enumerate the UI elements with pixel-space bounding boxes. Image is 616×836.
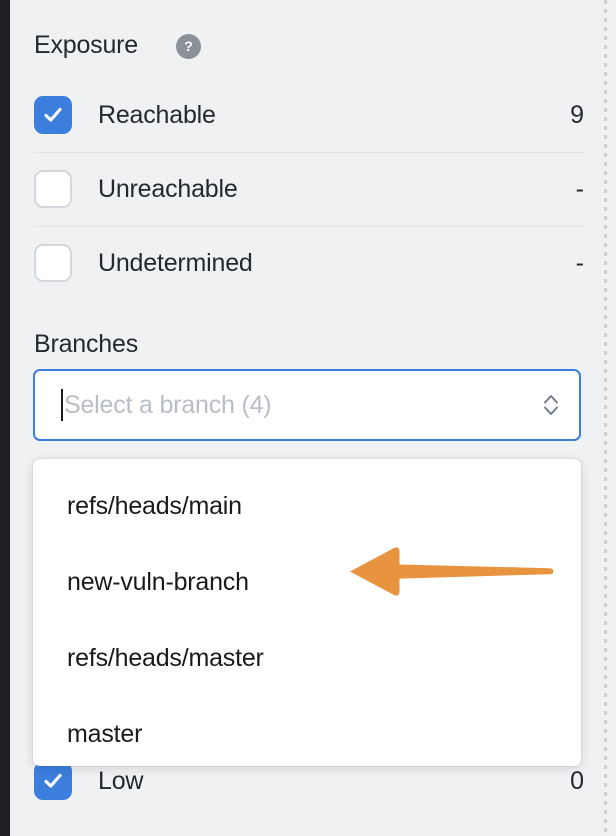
exposure-label: Undetermined (98, 248, 253, 277)
question-mark-circle-icon[interactable]: ? (176, 34, 201, 59)
severity-count: 0 (570, 766, 584, 795)
exposure-count: - (575, 174, 584, 203)
severity-label: Low (98, 766, 144, 795)
branch-option-refs-heads-main[interactable]: refs/heads/main (67, 491, 242, 520)
left-dark-rail (0, 0, 10, 836)
branch-option-new-vuln-branch[interactable]: new-vuln-branch (67, 567, 249, 596)
exposure-row-unreachable[interactable]: Unreachable - (10, 152, 604, 226)
exposure-row-undetermined[interactable]: Undetermined - (10, 226, 604, 300)
checkbox-checked-icon[interactable] (34, 762, 72, 800)
branch-select-input[interactable]: Select a branch (4) (33, 369, 581, 441)
checkbox-unchecked-icon[interactable] (34, 170, 72, 208)
exposure-label: Unreachable (98, 174, 238, 203)
exposure-row-reachable[interactable]: Reachable 9 (10, 78, 604, 152)
severity-row-low[interactable]: Low 0 (10, 744, 604, 818)
right-dotted-divider (604, 0, 607, 836)
exposure-count: - (575, 248, 584, 277)
branch-option-refs-heads-master[interactable]: refs/heads/master (67, 643, 264, 672)
chevron-up-down-icon[interactable] (541, 390, 561, 420)
branches-section-title: Branches (34, 330, 139, 358)
filter-panel-body: Exposure ? Reachable 9 Unreachable - (10, 0, 604, 836)
branch-dropdown-menu[interactable]: refs/heads/main new-vuln-branch refs/hea… (33, 459, 581, 766)
exposure-section-title: Exposure (34, 31, 139, 59)
exposure-label: Reachable (98, 100, 216, 129)
right-gutter (607, 0, 616, 836)
branch-select-placeholder: Select a branch (4) (64, 390, 272, 419)
exposure-count: 9 (570, 100, 584, 129)
checkbox-checked-icon[interactable] (34, 96, 72, 134)
text-caret (61, 389, 63, 421)
checkbox-unchecked-icon[interactable] (34, 244, 72, 282)
exposure-filter-list: Reachable 9 Unreachable - Undetermined - (10, 78, 604, 300)
branch-option-master[interactable]: master (67, 719, 143, 748)
